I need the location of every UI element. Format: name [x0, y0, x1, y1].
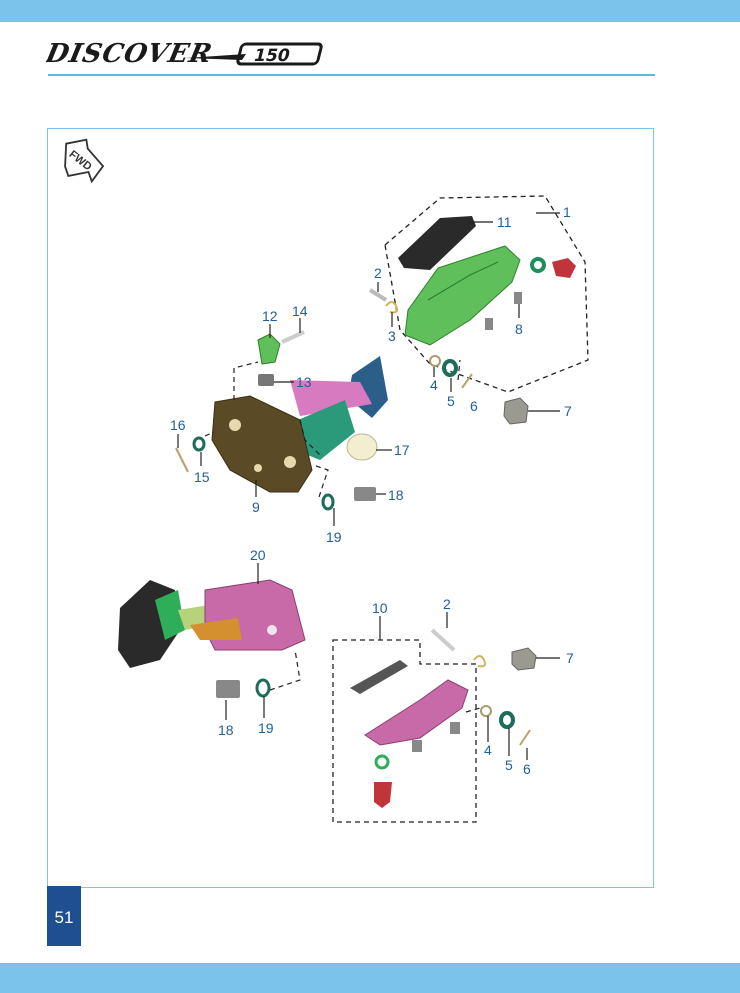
fwd-arrow-icon: FWD — [64, 138, 105, 184]
part-8-bolt — [514, 292, 522, 304]
callout-13: 13 — [296, 374, 312, 390]
discover-150-logo: DISCOVER 150 — [46, 38, 323, 69]
part-12-clip — [257, 333, 281, 365]
part-footrest-pink — [364, 679, 469, 746]
callout-4-lower: 4 — [484, 742, 492, 758]
part-11-rubber-pad — [398, 216, 476, 270]
callout-17: 17 — [394, 442, 410, 458]
part-washer-green — [530, 257, 546, 273]
part-13-bolt — [258, 374, 274, 386]
callout-11: 11 — [497, 214, 512, 230]
header-rule — [48, 74, 655, 76]
part-footrest-green — [404, 245, 521, 346]
part-plate-teal — [298, 400, 355, 460]
part-rubber-pad-lower — [350, 660, 408, 694]
svg-text:150: 150 — [252, 46, 292, 66]
callout-15: 15 — [194, 469, 210, 485]
callout-19-upper: 19 — [326, 529, 342, 545]
part-18-bolt — [354, 487, 376, 501]
callout-18-lower: 18 — [218, 722, 234, 738]
group-1-outline — [384, 195, 589, 393]
part-14-pin — [281, 330, 305, 344]
callout-1: 1 — [563, 204, 571, 220]
bottom-color-bar — [0, 963, 740, 993]
callout-19-lower: 19 — [258, 720, 274, 736]
diagram-frame — [47, 128, 654, 888]
callout-8: 8 — [515, 321, 523, 337]
top-color-bar — [0, 0, 740, 22]
page-number: 51 — [54, 908, 74, 927]
part-9-plate — [211, 395, 313, 493]
callout-6-upper: 6 — [470, 398, 478, 414]
callout-18-upper: 18 — [388, 487, 404, 503]
callout-12: 12 — [262, 308, 278, 324]
callout-7-upper: 7 — [564, 403, 572, 419]
callout-2-lower: 2 — [443, 596, 451, 612]
callout-3: 3 — [388, 328, 396, 344]
callout-9: 9 — [252, 499, 260, 515]
group-10-outline — [332, 639, 477, 823]
callout-5-upper: 5 — [447, 393, 455, 409]
callout-2-upper: 2 — [374, 265, 382, 281]
callout-20: 20 — [250, 547, 266, 563]
svg-text:DISCOVER: DISCOVER — [46, 38, 215, 69]
callout-7-lower: 7 — [566, 650, 574, 666]
part-red-cap — [552, 258, 576, 278]
callout-16: 16 — [170, 417, 186, 433]
callout-10: 10 — [372, 600, 388, 616]
callout-14: 14 — [292, 303, 308, 319]
part-3-spring — [385, 301, 399, 314]
callout-4-upper: 4 — [430, 377, 438, 393]
part-2-pin — [368, 288, 388, 302]
part-tube-pink — [290, 380, 372, 416]
callout-6-lower: 6 — [523, 761, 531, 777]
callout-5-lower: 5 — [505, 757, 513, 773]
part-7-rubber — [503, 397, 529, 425]
page-number-tab: 51 — [47, 886, 81, 946]
part-17-bush — [346, 433, 378, 461]
